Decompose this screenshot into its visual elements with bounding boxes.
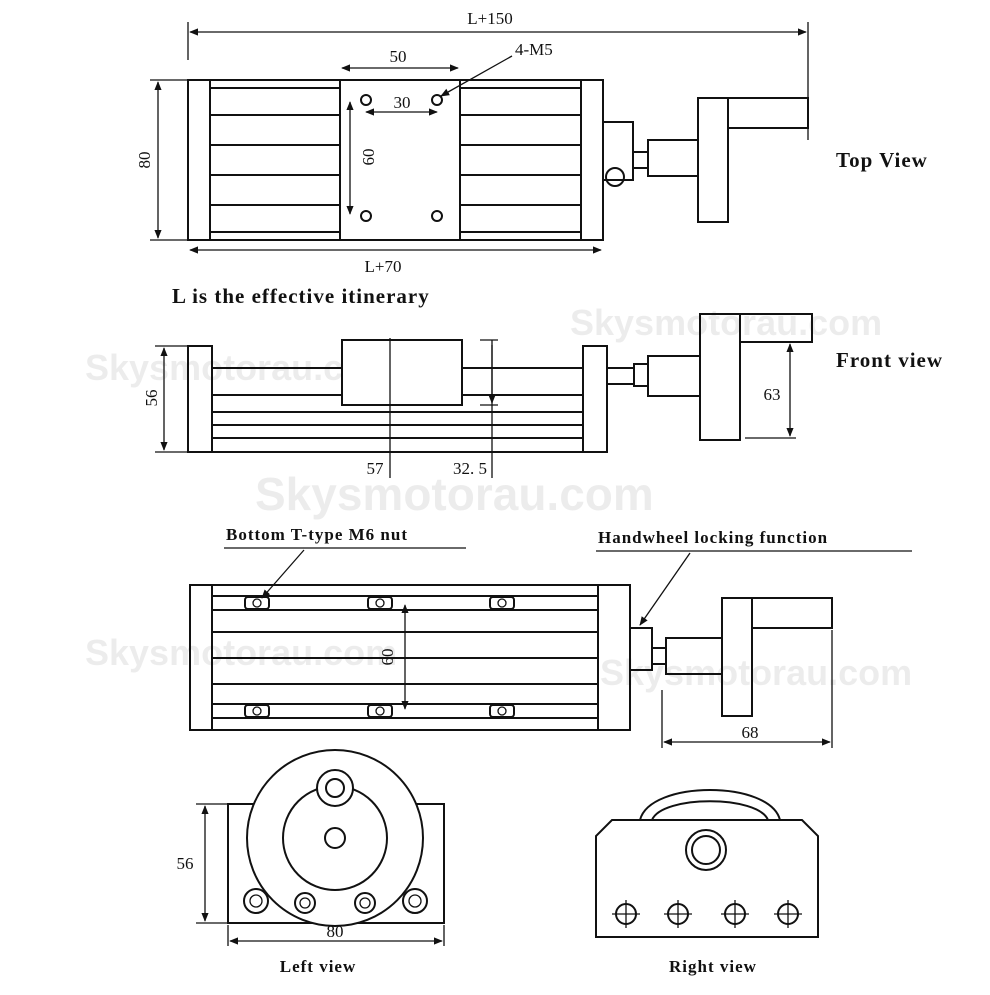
dim-hole-spacing-y: 60: [359, 149, 378, 166]
bottom-view: Bottom T-type M6 nut Handwheel locking f…: [189, 525, 912, 748]
slider-block: [339, 79, 461, 241]
bearing-boss: [685, 829, 727, 871]
watermarks: Skysmotorau.com Skysmotorau.com Skysmoto…: [85, 302, 912, 693]
end-plate-left: [187, 345, 213, 453]
dim-height: 56: [142, 390, 161, 407]
lock-knob: [605, 167, 625, 187]
t-nut: [489, 596, 515, 610]
t-nut: [489, 704, 515, 718]
t-nuts: [244, 596, 515, 718]
dim-width: 80: [327, 922, 344, 941]
dim-height: 56: [177, 854, 194, 873]
m5-hole: [431, 94, 443, 106]
front-view-label: Front view: [836, 348, 943, 372]
handwheel-plate: [697, 97, 729, 223]
lock-callout: Handwheel locking function: [598, 528, 828, 547]
slider-block: [341, 339, 463, 406]
shaft-coupler: [647, 355, 701, 397]
dim-width: 80: [135, 152, 154, 169]
end-plate: [595, 819, 819, 938]
top-view: L+150 80 50 30 60 4-M5: [135, 9, 928, 308]
handwheel-handle: [739, 313, 813, 343]
mount-holes: [243, 888, 428, 914]
rail-profile: [211, 411, 584, 453]
handwheel-handle: [727, 97, 809, 129]
hole-callout: 4-M5: [515, 40, 553, 59]
effective-itinerary-note: L is the effective itinerary: [172, 284, 430, 308]
end-plate-right: [582, 345, 608, 453]
dim-rail-length: L+70: [365, 257, 402, 276]
watermark: Skysmotorau.com: [570, 302, 882, 343]
handle-knob: [316, 769, 354, 807]
nut-callout: Bottom T-type M6 nut: [226, 525, 408, 544]
dim-handwheel: 63: [764, 385, 781, 404]
t-nut: [367, 704, 393, 718]
dim-handwheel-width: 68: [742, 723, 759, 742]
dim-total-length: L+150: [467, 9, 512, 28]
t-nut: [367, 596, 393, 610]
dim-hole-spacing-x: 30: [394, 93, 411, 112]
dim-center: 57: [367, 459, 385, 478]
handwheel-handle: [751, 597, 833, 629]
watermark: Skysmotorau.com: [600, 652, 912, 693]
right-view: Right view: [595, 789, 819, 976]
shaft-coupler: [647, 139, 699, 177]
m5-hole: [431, 210, 443, 222]
mount-holes: [612, 900, 802, 928]
handwheel-plate: [699, 313, 741, 441]
shaft-center: [324, 827, 346, 849]
dim-offset: 32. 5: [453, 459, 487, 478]
left-view-label: Left view: [280, 957, 357, 976]
m5-hole: [360, 210, 372, 222]
left-view: 56 80 Left view: [177, 749, 445, 976]
t-nut: [244, 704, 270, 718]
right-view-label: Right view: [669, 957, 757, 976]
dim-slider-width: 50: [390, 47, 407, 66]
watermark: Skysmotorau.com: [255, 468, 654, 520]
front-view: 56 57 32. 5 63 Front view: [142, 313, 943, 478]
dim-nut-spacing: 60: [378, 649, 397, 666]
handwheel-disc: [246, 749, 424, 927]
t-nut: [244, 596, 270, 610]
top-view-label: Top View: [836, 148, 928, 172]
handwheel-top: [639, 789, 781, 821]
end-plate-right: [580, 79, 604, 241]
handwheel-plate: [721, 597, 753, 717]
m5-hole: [360, 94, 372, 106]
end-plate-left: [187, 79, 211, 241]
watermark: Skysmotorau.com: [85, 632, 397, 673]
